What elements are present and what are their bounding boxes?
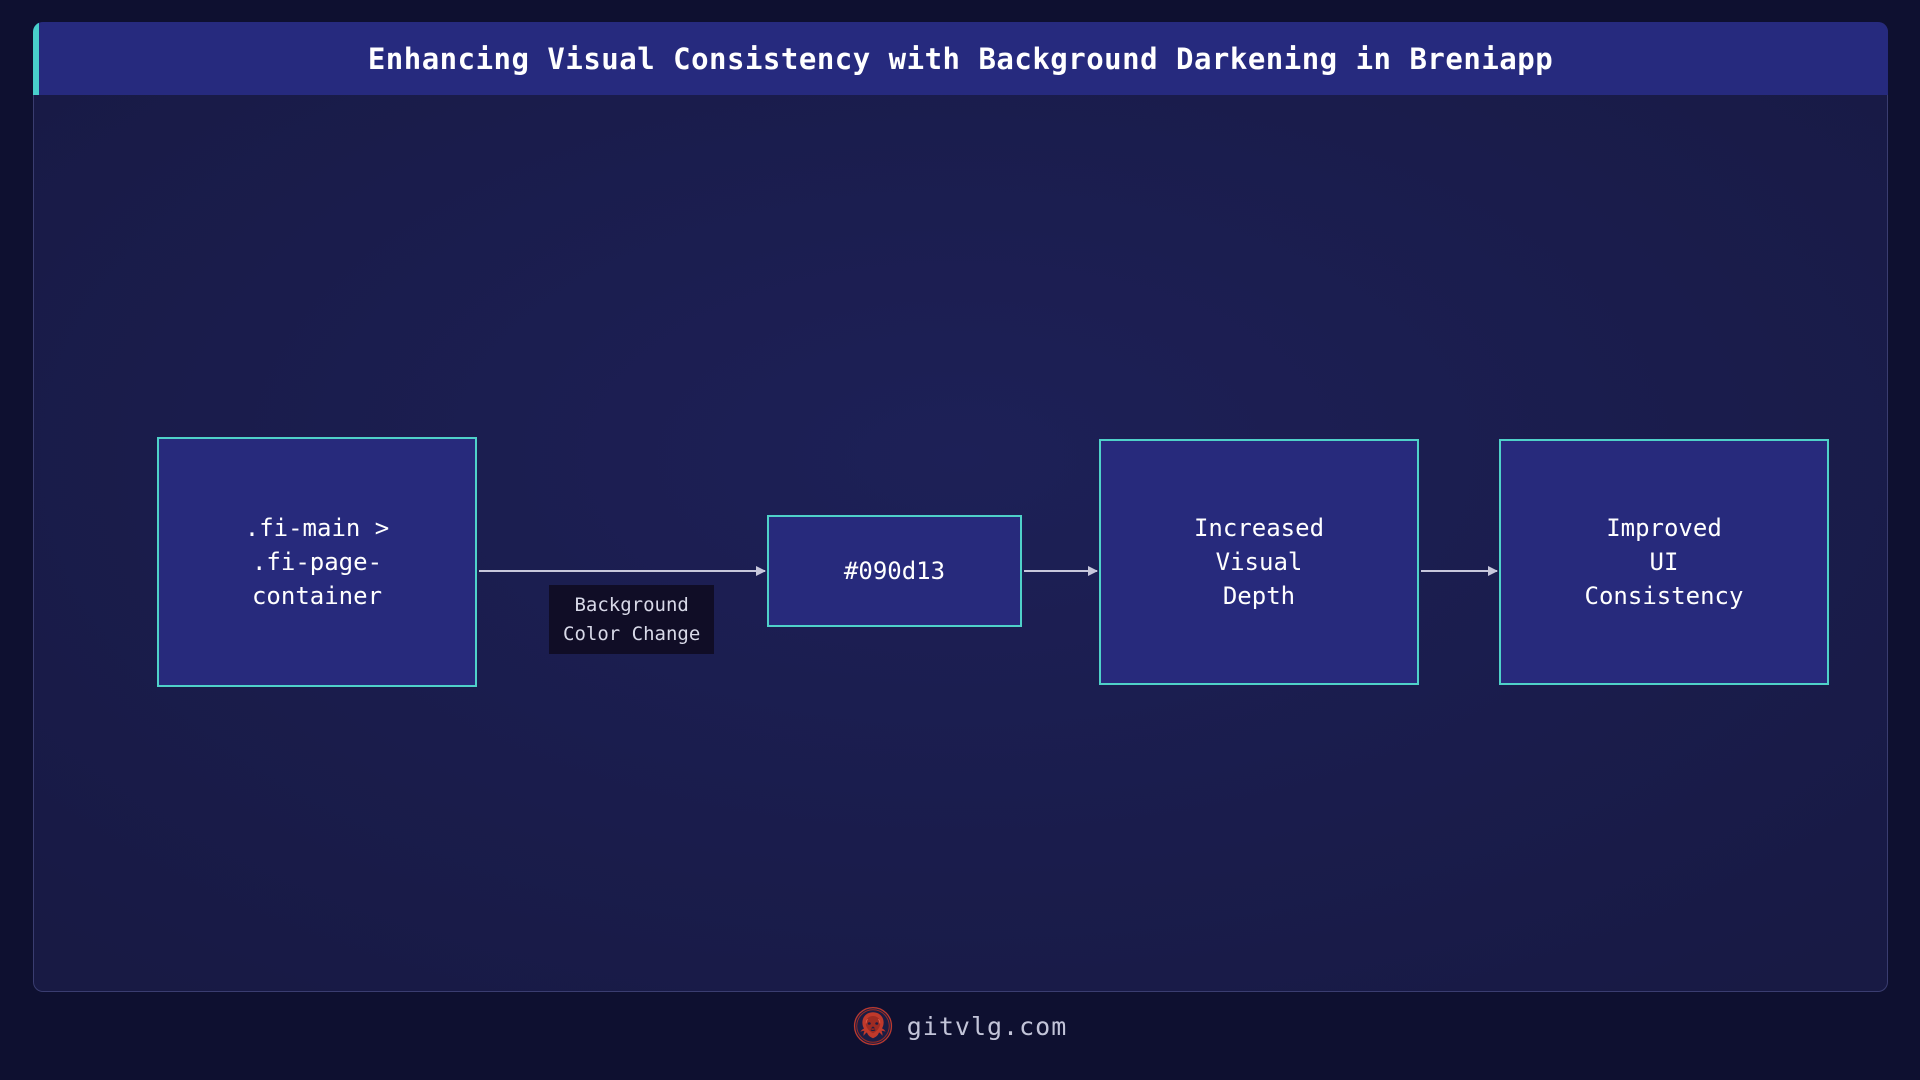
footer-site-label: gitvlg.com bbox=[906, 1011, 1068, 1041]
footer: gitvlg.com bbox=[0, 1006, 1920, 1046]
edge-label-background-color-change: Background Color Change bbox=[549, 585, 715, 654]
edge-node1-to-node2 bbox=[1024, 566, 1098, 576]
diagram-node-increased-visual-depth[interactable]: Increased Visual Depth bbox=[1099, 439, 1419, 685]
diagram-canvas: Background Color Change .fi-main > .fi-p… bbox=[67, 117, 1887, 991]
diagram-node-color-value[interactable]: #090d13 bbox=[767, 515, 1022, 627]
page-title: Enhancing Visual Consistency with Backgr… bbox=[367, 41, 1554, 76]
diagram-node-selector[interactable]: .fi-main > .fi-page- container bbox=[157, 437, 477, 687]
header-bar: Enhancing Visual Consistency with Backgr… bbox=[33, 22, 1888, 95]
header-accent-bar bbox=[33, 22, 39, 95]
edge-node2-to-node3 bbox=[1421, 566, 1498, 576]
edge-node0-to-node1 bbox=[479, 566, 766, 576]
diagram-node-improved-ui-consistency[interactable]: Improved UI Consistency bbox=[1499, 439, 1829, 685]
diagram-card: Background Color Change .fi-main > .fi-p… bbox=[33, 22, 1888, 992]
lion-logo-icon bbox=[853, 1006, 893, 1046]
